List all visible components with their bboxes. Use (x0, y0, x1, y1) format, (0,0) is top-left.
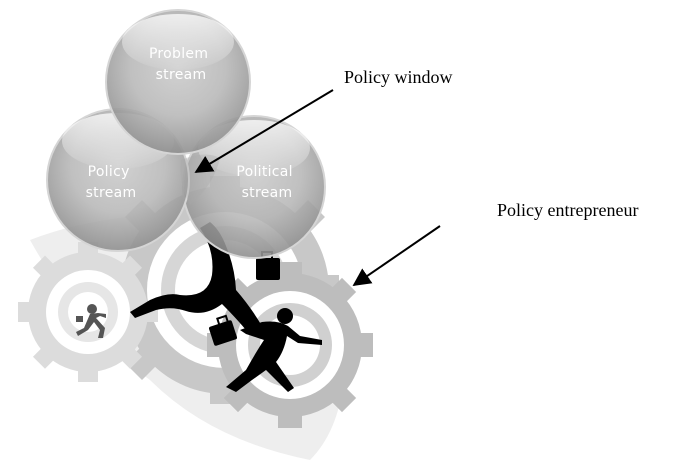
policy-window-arrow (194, 89, 334, 173)
political-stream-label-line1: Political (236, 164, 293, 180)
problem-stream-label-line1: Problem (149, 46, 208, 62)
problem-stream-label-line2: stream (156, 67, 207, 83)
policy-window-label: Policy window (344, 67, 453, 87)
political-stream-label-line2: stream (242, 185, 293, 201)
large-runner-figure (130, 222, 322, 392)
policy-stream-label-line2: stream (86, 185, 137, 201)
policy-stream-label: Policy stream (86, 164, 137, 201)
problem-stream-label: Problem stream (149, 46, 213, 83)
policy-entrepreneur-arrow (352, 225, 441, 287)
circle-problem-stream (105, 9, 251, 155)
political-stream-label: Political stream (236, 164, 297, 201)
policy-entrepreneur-label: Policy entrepreneur (497, 200, 638, 220)
policy-stream-label-line1: Policy (88, 164, 130, 180)
small-runner-figure (76, 304, 106, 338)
